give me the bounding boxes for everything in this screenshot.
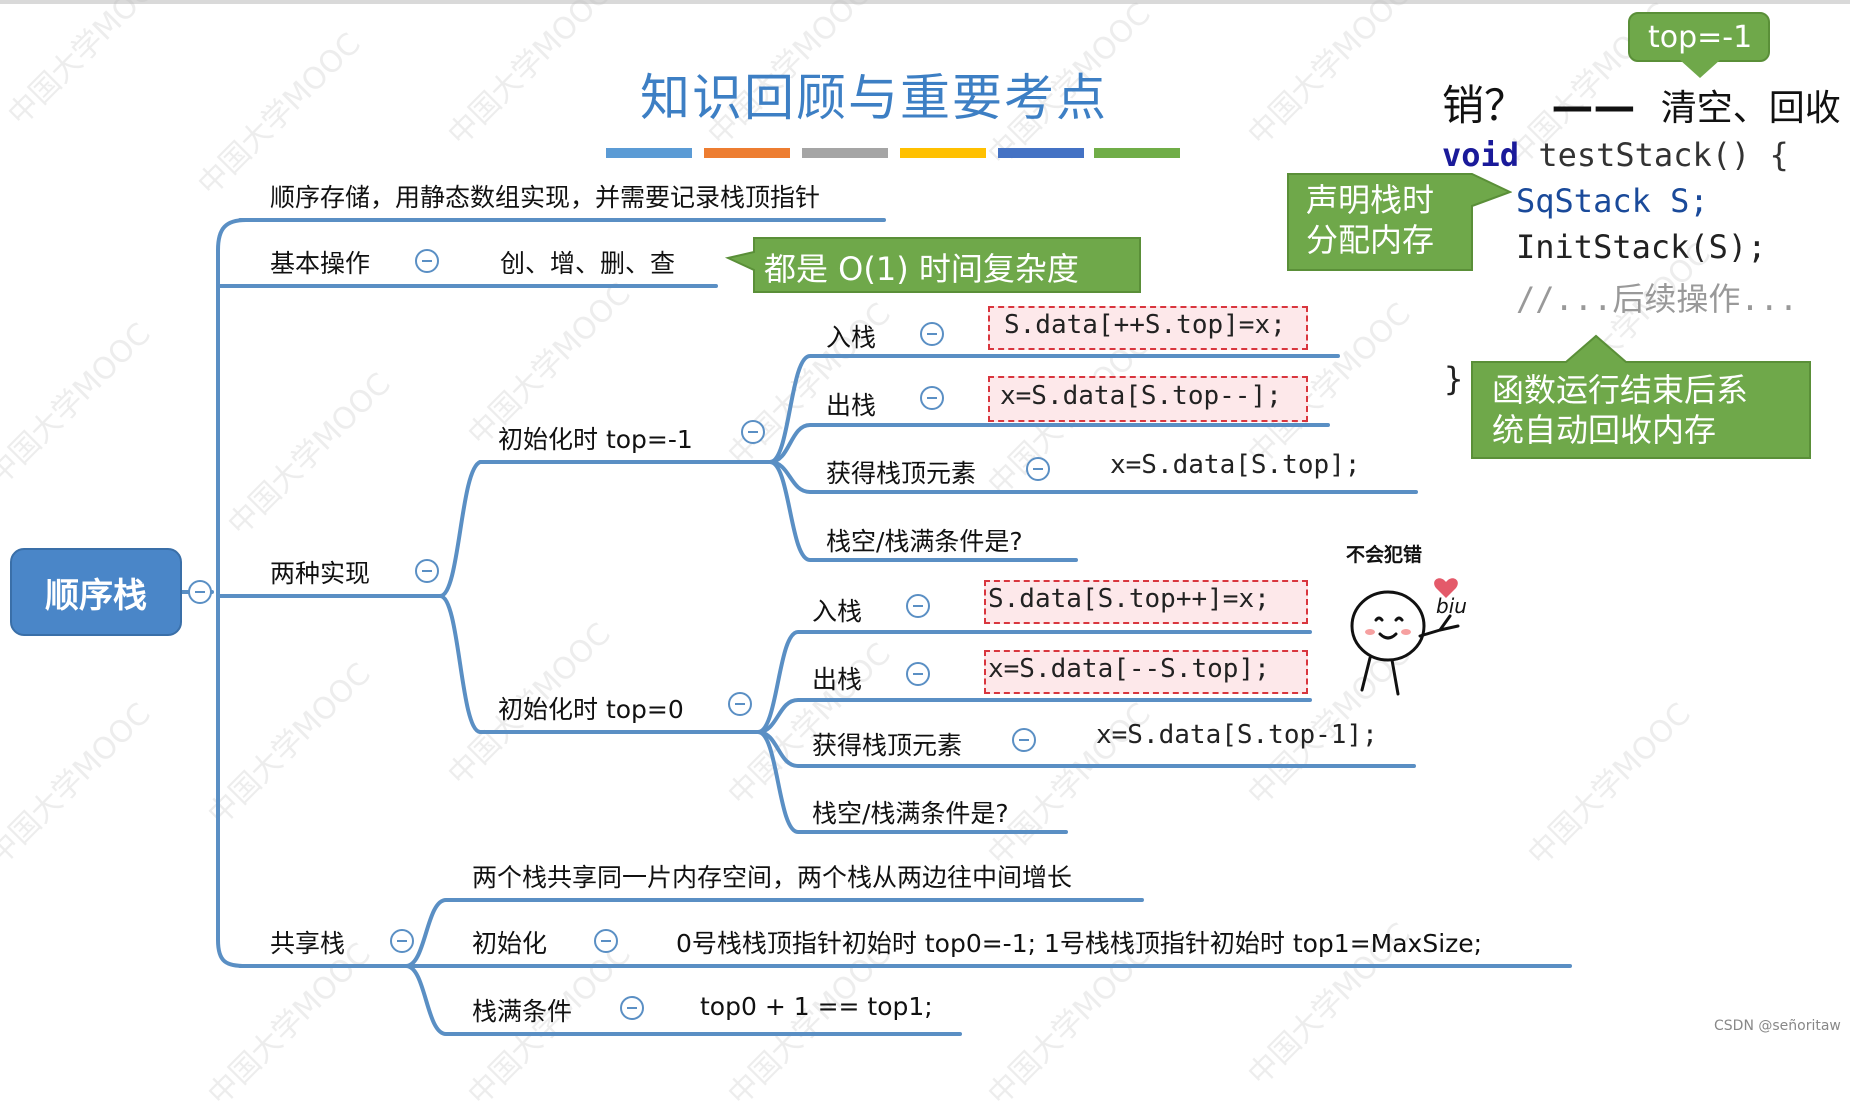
gettop-0-collapse-icon[interactable] bbox=[1012, 728, 1036, 752]
gettop-1-collapse-icon[interactable] bbox=[1026, 457, 1050, 481]
pop-1-collapse-icon[interactable] bbox=[920, 386, 944, 410]
push-1-code-box bbox=[988, 306, 1308, 350]
node-two-impl: 两种实现 bbox=[270, 559, 371, 588]
node-basic-ops-list: 创、增、删、查 bbox=[500, 249, 676, 278]
node-push-0: 入栈 bbox=[812, 597, 863, 626]
init-0-collapse-icon[interactable] bbox=[728, 692, 752, 716]
color-bar-1 bbox=[606, 148, 692, 158]
shared-full-collapse-icon[interactable] bbox=[620, 996, 644, 1020]
color-bar-5 bbox=[998, 148, 1084, 158]
top-value-bubble-text: top=-1 bbox=[1648, 20, 1753, 55]
root-label: 顺序栈 bbox=[45, 575, 147, 616]
top-value-bubble bbox=[1628, 12, 1770, 62]
node-shared-desc: 两个栈共享同一片内存空间，两个栈从两边往中间增长 bbox=[472, 863, 1073, 892]
sticker-doodle-icon bbox=[1350, 578, 1460, 696]
init-minus1-collapse-icon[interactable] bbox=[741, 420, 765, 444]
color-bar-3 bbox=[802, 148, 888, 158]
sticker-biu: biu bbox=[1436, 594, 1467, 618]
node-shared-full-text: top0 + 1 == top1; bbox=[700, 992, 933, 1021]
slide-title: 知识回顾与重要考点 bbox=[640, 69, 1108, 127]
code-panel-heading: 销？ —— 清空、回收 bbox=[1442, 72, 1841, 133]
declare-callout-bubble bbox=[1287, 173, 1512, 271]
shared-init-collapse-icon[interactable] bbox=[594, 929, 618, 953]
code-line-3: InitStack(S); bbox=[1516, 228, 1767, 266]
node-basic-ops: 基本操作 bbox=[270, 249, 371, 278]
two-impl-collapse-icon[interactable] bbox=[415, 559, 439, 583]
node-shared-full: 栈满条件 bbox=[472, 997, 573, 1026]
auto-free-callout-text: 函数运行结束后系 统自动回收内存 bbox=[1492, 371, 1749, 449]
node-push-1: 入栈 bbox=[826, 323, 877, 352]
pop-0-code: x=S.data[--S.top]; bbox=[988, 654, 1270, 684]
code-keyword-void: void bbox=[1442, 136, 1520, 174]
push-0-collapse-icon[interactable] bbox=[906, 594, 930, 618]
node-gettop-1: 获得栈顶元素 bbox=[826, 459, 977, 488]
pop-1-code: x=S.data[S.top--]; bbox=[1000, 381, 1282, 411]
shared-stack-collapse-icon[interactable] bbox=[390, 929, 414, 953]
code-line-2: SqStack S; bbox=[1516, 182, 1709, 220]
pop-0-collapse-icon[interactable] bbox=[906, 662, 930, 686]
push-1-code: S.data[++S.top]=x; bbox=[1004, 310, 1286, 340]
node-shared-stack: 共享栈 bbox=[270, 929, 346, 958]
node-init-minus1: 初始化时 top=-1 bbox=[498, 425, 693, 454]
heading-prefix: 销？ bbox=[1442, 81, 1527, 130]
root-collapse-icon[interactable] bbox=[188, 580, 212, 604]
root-node-sequential-stack[interactable]: 顺序栈 bbox=[10, 548, 182, 636]
push-0-code: S.data[S.top++]=x; bbox=[988, 584, 1270, 614]
node-shared-init-text: 0号栈栈顶指针初始时 top0=-1; 1号栈栈顶指针初始时 top1=MaxS… bbox=[676, 929, 1483, 958]
complexity-callout-text: 都是 O(1) 时间复杂度 bbox=[764, 250, 1079, 288]
node-pop-1: 出栈 bbox=[826, 391, 877, 420]
node-emptyfull-1: 栈空/栈满条件是? bbox=[826, 527, 1023, 556]
color-bar-6 bbox=[1094, 148, 1180, 158]
node-gettop-0: 获得栈顶元素 bbox=[812, 731, 963, 760]
code-line-1: void testStack() { bbox=[1442, 136, 1789, 174]
gettop-1-code: x=S.data[S.top]; bbox=[1110, 450, 1361, 480]
basic-ops-collapse-icon[interactable] bbox=[415, 249, 439, 273]
heading-suffix: 清空、回收 bbox=[1660, 88, 1841, 129]
pop-1-code-box bbox=[988, 376, 1308, 422]
csdn-credit: CSDN @señoritaw bbox=[1714, 1018, 1841, 1034]
mindmap-connectors bbox=[180, 218, 1572, 1036]
code-func-sig: testStack() { bbox=[1519, 136, 1789, 174]
complexity-callout-bubble bbox=[724, 237, 1141, 293]
push-0-code-box bbox=[984, 580, 1308, 624]
color-bar-4 bbox=[900, 148, 986, 158]
auto-free-callout-bubble bbox=[1471, 334, 1811, 459]
code-line-4: //...后续操作... bbox=[1516, 280, 1799, 318]
pop-0-code-box bbox=[984, 650, 1308, 694]
color-bar-2 bbox=[704, 148, 790, 158]
node-storage: 顺序存储，用静态数组实现，并需要记录栈顶指针 bbox=[270, 183, 821, 212]
code-line-5: } bbox=[1444, 360, 1464, 398]
declare-callout-text: 声明栈时 分配内存 bbox=[1306, 181, 1435, 259]
top-border bbox=[0, 0, 1850, 4]
node-shared-init: 初始化 bbox=[472, 929, 548, 958]
gettop-0-code: x=S.data[S.top-1]; bbox=[1096, 720, 1378, 750]
sticker-caption: 不会犯错 bbox=[1346, 544, 1423, 566]
node-emptyfull-0: 栈空/栈满条件是? bbox=[812, 799, 1009, 828]
heading-dash: —— bbox=[1551, 81, 1636, 130]
node-pop-0: 出栈 bbox=[812, 665, 863, 694]
push-1-collapse-icon[interactable] bbox=[920, 322, 944, 346]
node-init-0: 初始化时 top=0 bbox=[498, 695, 684, 724]
top-bubble-pointer bbox=[1680, 60, 1720, 78]
